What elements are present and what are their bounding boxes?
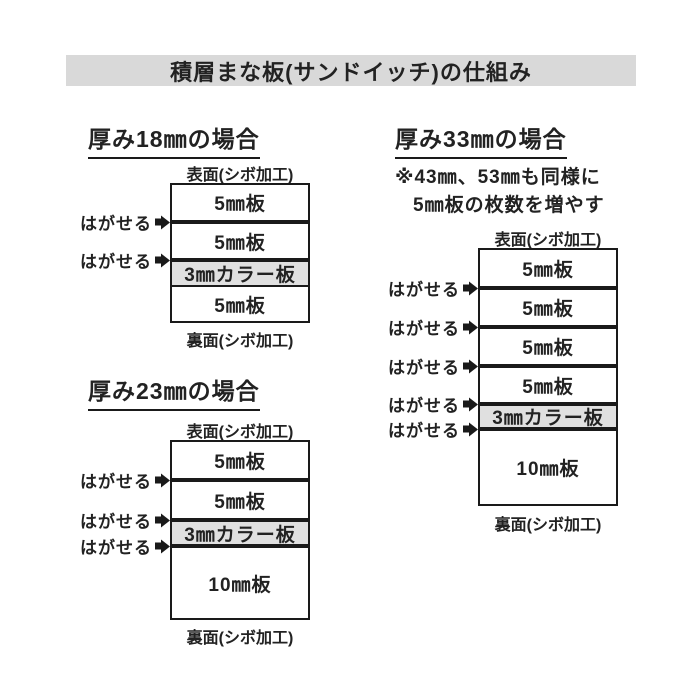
peel-callout: はがせる xyxy=(388,354,478,379)
page-title: 積層まな板(サンドイッチ)の仕組み xyxy=(170,59,532,85)
peel-callout: はがせる xyxy=(80,508,170,533)
layer-label: 5㎜板 xyxy=(214,232,266,254)
layer-label: 10㎜板 xyxy=(516,459,580,480)
layer-label: 3㎜カラー板 xyxy=(184,524,296,546)
layer-label: 5㎜板 xyxy=(214,451,266,473)
peel-label: はがせる xyxy=(80,538,152,558)
peel-callout: はがせる xyxy=(80,468,170,493)
front-surface-label-23mm: 表面(シボ加工) xyxy=(186,424,294,441)
layer-10mm: 10㎜板 xyxy=(480,427,616,504)
layer-5mm-2: 5㎜板 xyxy=(172,478,308,518)
layer-5mm-2: 5㎜板 xyxy=(480,286,616,325)
right-arrow-icon xyxy=(155,473,170,487)
peel-callout: はがせる xyxy=(388,315,478,340)
heading-33mm: 厚み33㎜の場合 xyxy=(395,120,567,159)
peel-label: はがせる xyxy=(388,396,460,416)
peel-label: はがせる xyxy=(80,214,152,234)
peel-label: はがせる xyxy=(388,358,460,378)
layer-label: 5㎜板 xyxy=(522,376,574,398)
layer-label: 5㎜板 xyxy=(522,259,574,281)
peel-callout: はがせる xyxy=(80,248,170,273)
note-line-2: 5㎜板の枚数を増やす xyxy=(413,195,605,216)
layer-label: 5㎜板 xyxy=(522,299,574,320)
heading-18mm: 厚み18㎜の場合 xyxy=(88,120,260,159)
layer-5mm-2: 5㎜板 xyxy=(172,220,308,258)
peel-label: はがせる xyxy=(388,280,460,300)
right-arrow-icon xyxy=(463,422,478,436)
front-surface-label-33mm: 表面(シボ加工) xyxy=(494,232,602,249)
peel-callout: はがせる xyxy=(388,392,478,417)
layer-5mm-3: 5㎜板 xyxy=(172,285,308,321)
layer-5mm-1: 5㎜板 xyxy=(172,442,308,478)
peel-label: はがせる xyxy=(80,472,152,492)
layer-stack-23mm: 5㎜板 5㎜板 3㎜カラー板 10㎜板 xyxy=(170,440,310,620)
right-arrow-icon xyxy=(463,359,478,373)
layer-3mm-color: 3㎜カラー板 xyxy=(172,518,308,546)
layer-label: 3㎜カラー板 xyxy=(492,408,604,429)
layer-5mm-1: 5㎜板 xyxy=(480,250,616,286)
layer-label: 3㎜カラー板 xyxy=(184,265,296,286)
right-arrow-icon xyxy=(155,513,170,527)
layer-5mm-1: 5㎜板 xyxy=(172,185,308,220)
peel-callout: はがせる xyxy=(80,210,170,235)
layer-5mm-4: 5㎜板 xyxy=(480,364,616,402)
back-surface-label-18mm: 裏面(シボ加工) xyxy=(186,333,294,350)
right-arrow-icon xyxy=(463,320,478,334)
layer-10mm: 10㎜板 xyxy=(172,544,308,618)
layer-label: 5㎜板 xyxy=(522,338,574,359)
right-arrow-icon xyxy=(463,397,478,411)
back-surface-label-23mm: 裏面(シボ加工) xyxy=(186,630,294,647)
front-surface-label-18mm: 表面(シボ加工) xyxy=(186,167,294,184)
heading-23mm: 厚み23㎜の場合 xyxy=(88,372,260,411)
layer-stack-18mm: 5㎜板 5㎜板 3㎜カラー板 5㎜板 xyxy=(170,183,310,323)
peel-label: はがせる xyxy=(388,319,460,339)
peel-label: はがせる xyxy=(80,512,152,532)
layer-label: 5㎜板 xyxy=(214,295,266,317)
layer-label: 5㎜板 xyxy=(214,194,266,215)
peel-label: はがせる xyxy=(388,421,460,441)
layer-label: 10㎜板 xyxy=(208,574,272,596)
layer-label: 5㎜板 xyxy=(214,491,266,513)
peel-label: はがせる xyxy=(80,252,152,272)
layer-3mm-color: 3㎜カラー板 xyxy=(172,258,308,286)
right-arrow-icon xyxy=(463,281,478,295)
peel-callout: はがせる xyxy=(388,276,478,301)
layer-5mm-3: 5㎜板 xyxy=(480,325,616,364)
right-arrow-icon xyxy=(155,253,170,267)
back-surface-label-33mm: 裏面(シボ加工) xyxy=(494,517,602,534)
peel-callout: はがせる xyxy=(388,417,478,442)
peel-callout: はがせる xyxy=(80,534,170,559)
layer-stack-33mm: 5㎜板 5㎜板 5㎜板 5㎜板 3㎜カラー板 10㎜板 xyxy=(478,248,618,506)
right-arrow-icon xyxy=(155,215,170,229)
layer-3mm-color: 3㎜カラー板 xyxy=(480,402,616,429)
right-arrow-icon xyxy=(155,539,170,553)
note-line-1: ※43㎜、53㎜も同様に xyxy=(395,167,601,188)
title-bar: 積層まな板(サンドイッチ)の仕組み xyxy=(66,55,636,86)
